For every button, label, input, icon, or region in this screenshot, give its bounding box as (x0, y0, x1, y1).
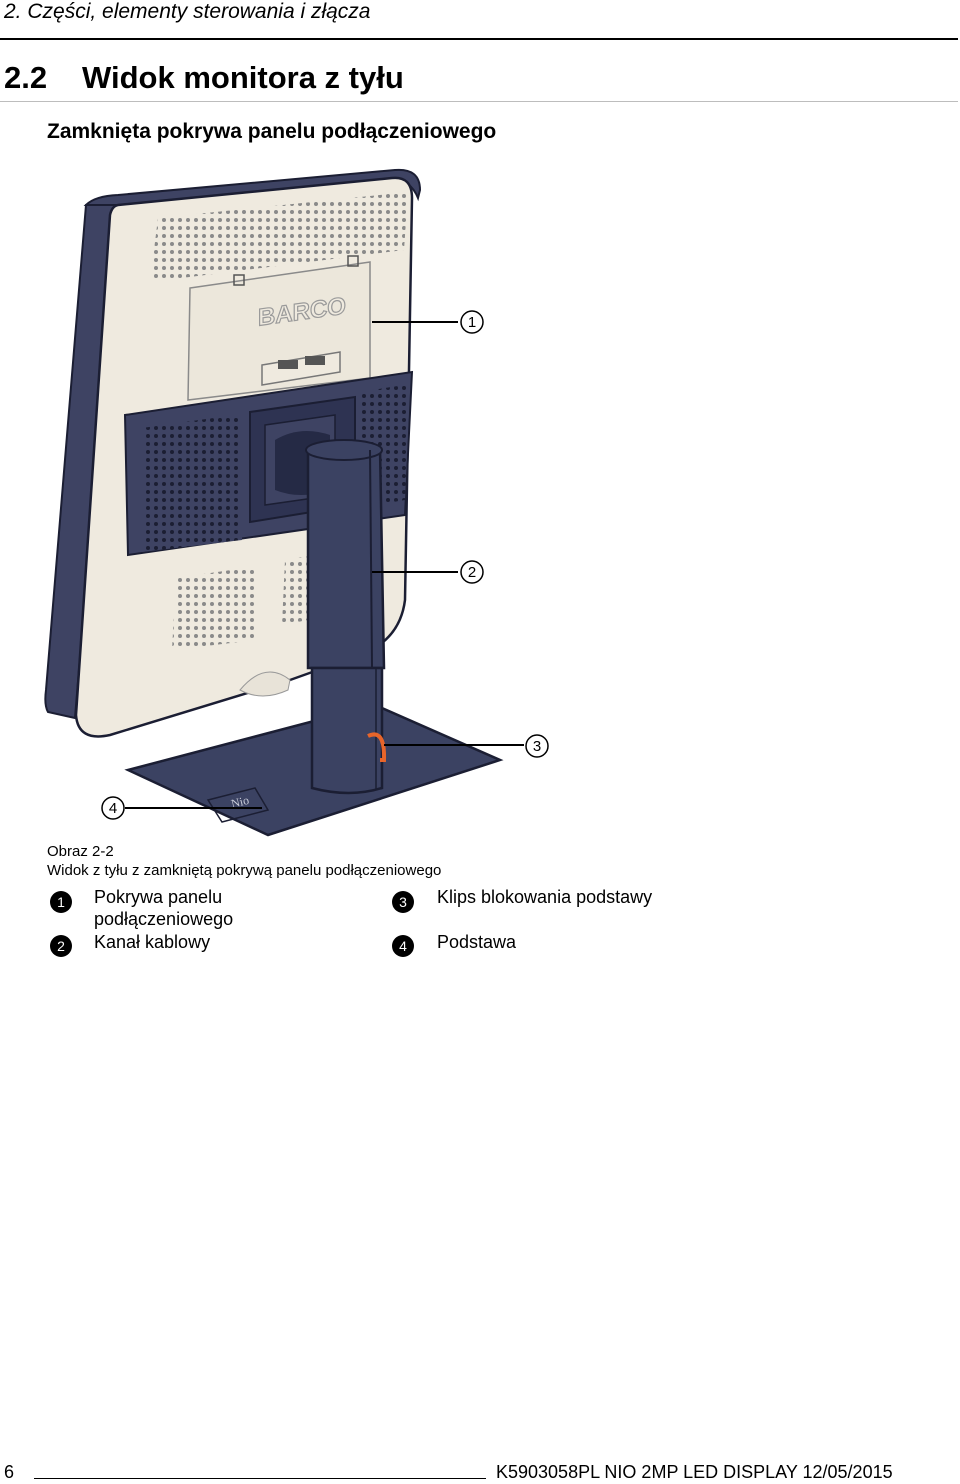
legend-text: Klips blokowania podstawy (437, 887, 653, 907)
legend-text: podłączeniowego (94, 909, 234, 929)
section-title-text: Widok monitora z tyłu (82, 60, 404, 95)
base-label: Nio (230, 793, 251, 811)
header-rule (0, 38, 958, 40)
legend-text: Kanał kablowy (94, 932, 211, 952)
legend-item-4: Podstawa (437, 931, 516, 953)
callout-1: 1 (460, 310, 484, 334)
callout-3: 3 (525, 734, 549, 758)
section-title: 2.2 Widok monitora z tyłu (4, 60, 404, 96)
svg-text:2: 2 (468, 564, 476, 581)
figure-caption: Widok z tyłu z zamkniętą pokrywą panelu … (47, 862, 442, 879)
legend-badge-4: 4 (392, 935, 414, 957)
monitor-side-bezel (44, 194, 120, 720)
subtitle: Zamknięta pokrywa panelu podłączeniowego (47, 120, 497, 143)
footer-rule (34, 1478, 486, 1479)
callout-2: 2 (460, 560, 484, 584)
legend-item-1: Pokrywa panelu podłączeniowego (94, 886, 233, 930)
figure-number: Obraz 2-2 (47, 843, 114, 860)
callout-4: 4 (101, 796, 125, 820)
section-number: 2.2 (4, 60, 48, 95)
legend-badge-2: 2 (50, 935, 72, 957)
lower-vent-right (282, 556, 310, 625)
base-lock-clip (367, 732, 387, 762)
top-vent-grille (150, 192, 408, 282)
running-header: 2. Części, elementy sterowania i złącza (4, 0, 371, 23)
legend-item-3: Klips blokowania podstawy (437, 886, 652, 908)
legend-badge-3: 3 (392, 891, 414, 913)
monitor-rear-figure: BARCO Nio (0, 150, 960, 840)
legend-text: Podstawa (437, 932, 517, 952)
legend-item-2: Kanał kablowy (94, 931, 210, 953)
title-rule (0, 101, 958, 102)
svg-text:1: 1 (468, 314, 476, 331)
footer-doc-info: K5903058PL NIO 2MP LED DISPLAY 12/05/201… (496, 1462, 893, 1482)
monitor-illustration: BARCO Nio (44, 168, 549, 837)
page-number: 6 (4, 1462, 15, 1482)
legend-text: Pokrywa panelu (94, 887, 223, 907)
lower-vent-left (172, 566, 258, 650)
svg-text:3: 3 (533, 738, 541, 755)
svg-text:4: 4 (109, 800, 117, 817)
legend-badge-1: 1 (50, 891, 72, 913)
